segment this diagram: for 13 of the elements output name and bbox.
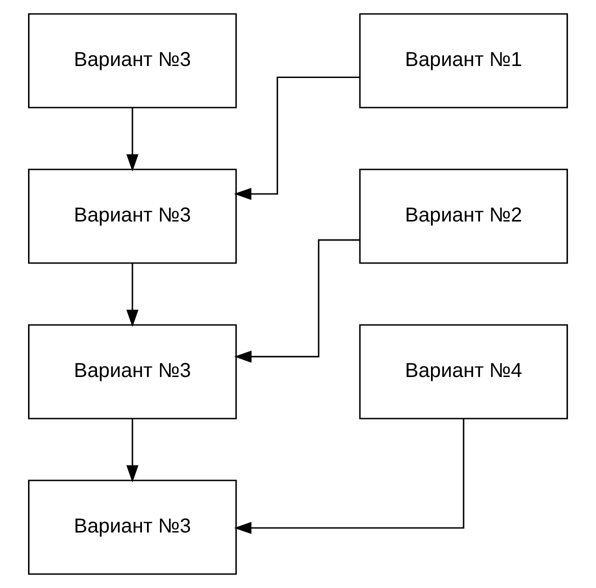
arrow (234, 76, 360, 200)
arrow (234, 239, 360, 363)
node-box: Вариант №4 (359, 324, 568, 420)
node-box: Вариант №3 (28, 324, 237, 420)
arrow (126, 263, 138, 327)
node-box: Вариант №1 (359, 13, 568, 108)
node-box: Вариант №3 (28, 480, 237, 575)
node-box: Вариант №3 (28, 13, 237, 108)
arrow (126, 418, 138, 482)
node-box: Вариант №2 (359, 168, 568, 264)
node-box: Вариант №3 (28, 168, 237, 264)
arrow (126, 108, 138, 172)
arrow (234, 418, 464, 534)
